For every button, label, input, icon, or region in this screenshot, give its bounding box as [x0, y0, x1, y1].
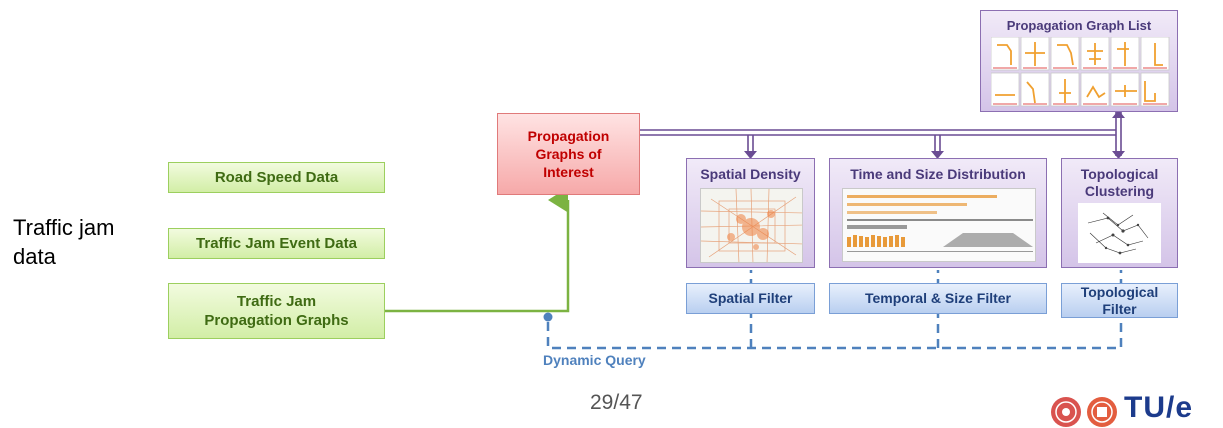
side-label-line2: data — [13, 244, 56, 269]
spatial-density-map — [700, 188, 803, 263]
traffic-jam-event-data-box: Traffic Jam Event Data — [168, 228, 385, 259]
second-seal-icon — [1087, 397, 1117, 427]
university-seal-icon — [1051, 397, 1081, 427]
jam-event-label: Traffic Jam Event Data — [196, 235, 357, 252]
purple-flow-lines — [640, 112, 1122, 156]
spatial-density-title: Spatial Density — [700, 166, 801, 182]
graph-thumb — [1050, 37, 1080, 71]
topological-cluster-plot — [1078, 203, 1161, 263]
density-map-image — [701, 189, 802, 262]
spatial-filter-label: Spatial Filter — [708, 290, 793, 306]
dynamic-query-label: Dynamic Query — [543, 352, 646, 368]
spatial-filter-box[interactable]: Spatial Filter — [686, 283, 815, 314]
topological-title-line1: Topological — [1080, 166, 1159, 182]
time-size-title: Time and Size Distribution — [850, 166, 1026, 182]
graph-thumb — [1080, 37, 1110, 71]
temporal-size-filter-box[interactable]: Temporal & Size Filter — [829, 283, 1047, 314]
traffic-jam-data-label: Traffic jam data — [13, 213, 114, 271]
temporal-filter-label: Temporal & Size Filter — [865, 290, 1011, 306]
graph-list-thumbnails — [991, 37, 1170, 107]
topological-title: Topological Clustering — [1062, 166, 1177, 200]
side-label-line1: Traffic jam — [13, 215, 115, 240]
dynamic-query-anchor — [543, 312, 553, 322]
propagation-graphs-of-interest-box: Propagation Graphs of Interest — [497, 113, 640, 195]
green-flow-line — [385, 187, 570, 313]
road-speed-label: Road Speed Data — [214, 169, 339, 186]
interest-line3: Interest — [543, 164, 594, 180]
topo-filter-line1: Topological — [1080, 283, 1159, 300]
time-size-chart — [842, 188, 1036, 262]
traffic-jam-propagation-graphs-box: Traffic Jam Propagation Graphs — [168, 283, 385, 339]
topological-title-line2: Clustering — [1084, 183, 1155, 199]
interest-line2: Graphs of — [535, 146, 602, 162]
jam-graphs-line1: Traffic Jam — [236, 293, 317, 310]
page-number: 29/47 — [590, 391, 643, 414]
interest-line1: Propagation — [527, 128, 610, 144]
propagation-graph-list-panel: Propagation Graph List — [980, 10, 1178, 112]
graph-thumb — [991, 37, 1020, 71]
topo-filter-line2: Filter — [1102, 300, 1137, 317]
purple-arrowheads — [744, 110, 1125, 159]
tue-logo: TU/e — [1124, 391, 1194, 424]
time-size-distribution-panel: Time and Size Distribution — [829, 158, 1047, 268]
graph-thumb — [991, 72, 1020, 107]
cluster-plot-image — [1078, 203, 1161, 263]
spatial-density-panel: Spatial Density — [686, 158, 815, 268]
topological-clustering-panel: Topological Clustering — [1061, 158, 1178, 268]
jam-graphs-line2: Propagation Graphs — [204, 312, 349, 329]
topological-filter-box[interactable]: Topological Filter — [1061, 283, 1178, 318]
time-size-chart-image — [843, 189, 1035, 261]
road-speed-data-box: Road Speed Data — [168, 162, 385, 193]
graph-list-title: Propagation Graph List — [1006, 18, 1152, 33]
